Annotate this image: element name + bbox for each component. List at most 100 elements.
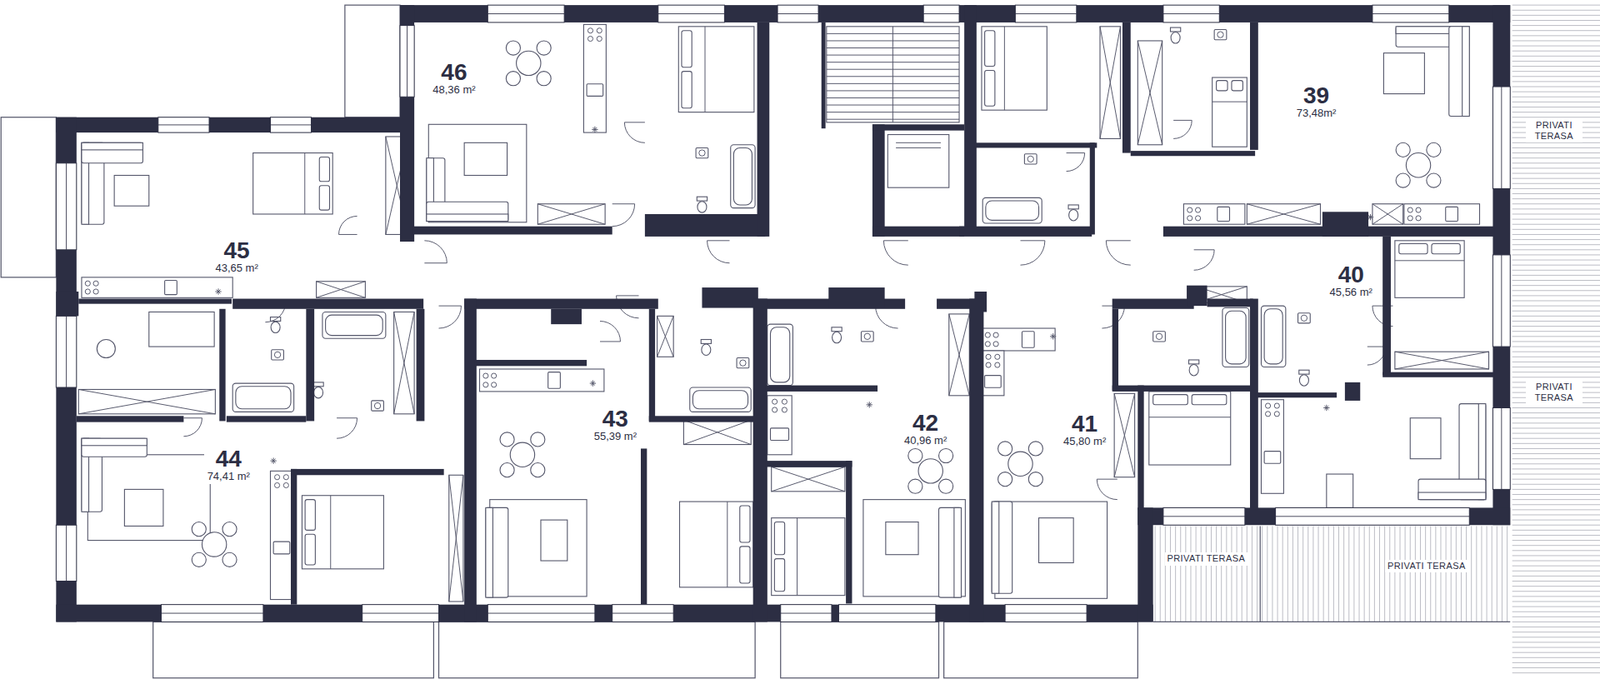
hatch-line	[1425, 525, 1426, 622]
windows	[55, 5, 1510, 622]
hatch-line	[1512, 10, 1600, 11]
hatch-line	[1512, 285, 1600, 286]
vent-symbol	[271, 459, 276, 464]
hatch-line	[1512, 600, 1600, 602]
hatch-line	[1512, 453, 1600, 455]
hatch-line	[1195, 525, 1197, 622]
sink-basin	[1217, 31, 1224, 38]
toilet-bowl	[270, 321, 280, 333]
stair-tread	[826, 105, 894, 106]
stair-tread	[826, 97, 894, 99]
wardrobe	[771, 466, 845, 491]
hatch-line	[1379, 525, 1380, 622]
burner	[491, 373, 497, 379]
hatch-line	[1512, 351, 1600, 353]
apartment-label: 3973,48m²	[1293, 83, 1340, 121]
kitchen-counter	[981, 328, 1055, 351]
wall	[55, 291, 79, 316]
burner	[483, 373, 489, 379]
wall	[974, 142, 1097, 148]
toilet-tank	[700, 340, 711, 345]
door-swing	[1020, 240, 1045, 265]
door-swing	[1194, 250, 1215, 270]
sink-basin	[1155, 333, 1162, 340]
door-swing	[1173, 120, 1192, 139]
sink-basin	[1027, 155, 1034, 162]
hatch-line	[1512, 116, 1600, 118]
hatch-line	[1512, 320, 1600, 322]
hatch-line	[1512, 433, 1600, 435]
sink	[371, 400, 385, 411]
stair-tread	[892, 47, 960, 49]
sink-basin	[274, 351, 280, 358]
hatch-line	[1435, 525, 1436, 622]
hatch-line	[1512, 468, 1600, 470]
burner	[781, 399, 787, 405]
hatch-line	[1369, 525, 1370, 622]
wall	[1137, 507, 1510, 525]
sofa-back	[81, 438, 147, 446]
hatch-line	[1512, 213, 1600, 215]
hatch-line	[1512, 244, 1600, 245]
wall	[1207, 299, 1254, 308]
hatch-line	[1512, 555, 1600, 556]
hatch-line	[1512, 239, 1600, 240]
toilet-bowl	[1299, 375, 1309, 386]
vent-symbol	[1324, 405, 1329, 410]
wall	[1250, 299, 1259, 510]
window-glass	[160, 613, 263, 615]
desk	[149, 311, 215, 347]
blanket-line	[726, 501, 728, 588]
window	[400, 25, 415, 98]
wall	[474, 360, 587, 366]
sofa	[426, 201, 509, 221]
hatch-line	[1338, 525, 1340, 622]
window	[487, 5, 565, 23]
wall	[845, 460, 852, 604]
hatch-line	[1410, 525, 1411, 622]
window-glass	[1275, 515, 1470, 517]
hatch-line	[1512, 20, 1600, 21]
hatch-line	[1512, 254, 1600, 255]
bed	[301, 495, 384, 570]
door-swing	[1105, 240, 1130, 265]
stair-tread	[892, 111, 960, 113]
hatch-line	[1512, 280, 1600, 281]
wardrobe-cross	[657, 315, 675, 357]
kitchen-counter	[1260, 400, 1284, 495]
wall	[1122, 22, 1131, 154]
burner	[483, 382, 489, 388]
hatch-line	[1277, 525, 1279, 622]
vent-symbol	[867, 402, 872, 407]
wall	[765, 460, 852, 467]
burner	[587, 35, 593, 41]
vent-symbol	[867, 402, 872, 407]
window	[362, 605, 440, 623]
hatch-line	[1348, 525, 1350, 622]
window	[1005, 605, 1087, 623]
window-glass	[1372, 13, 1450, 15]
window	[839, 605, 936, 623]
wall	[290, 469, 445, 475]
sink-basin	[1300, 315, 1307, 321]
hatch-line	[1246, 525, 1248, 622]
wall	[1186, 285, 1207, 306]
hatch-line	[1512, 45, 1600, 47]
window-glass	[1163, 13, 1220, 15]
toilet-tank	[1299, 370, 1310, 375]
pillow	[1191, 395, 1227, 405]
hatch-line	[1175, 525, 1176, 622]
balcony-outline	[153, 621, 435, 678]
apartment-label: 4648,36 m²	[429, 60, 479, 98]
balcony-outline	[780, 621, 940, 678]
blanket-line	[1004, 26, 1005, 110]
hatch-line	[1266, 525, 1268, 622]
burner	[1265, 411, 1270, 417]
kitchen-sink	[586, 84, 604, 97]
hatch-line	[1512, 530, 1600, 531]
hatch-line	[1512, 590, 1600, 592]
wall	[640, 448, 647, 605]
hatch-line	[1394, 525, 1395, 622]
vent-symbol	[592, 127, 597, 132]
hatch-line	[1170, 525, 1171, 622]
